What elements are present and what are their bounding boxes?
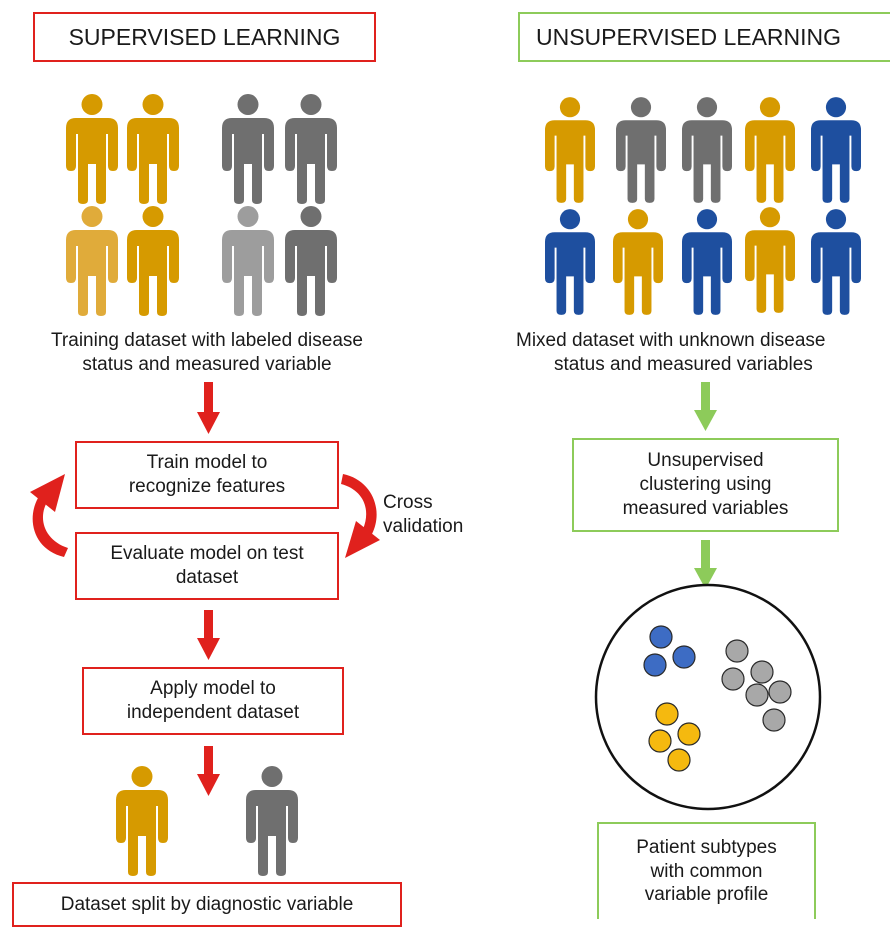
cross-validation-line2: validation <box>383 516 464 538</box>
supervised-title-box: SUPERVISED LEARNING <box>33 12 376 62</box>
unsupervised-title: UNSUPERVISED LEARNING <box>536 23 842 50</box>
unsupervised-clustering-box: Unsupervised clustering using measured v… <box>572 438 839 532</box>
supervised-dataset-caption: Training dataset with labeled disease st… <box>0 329 414 377</box>
unsupervised-caption-line2: status and measured variables <box>554 354 813 376</box>
down-arrow-icon <box>197 382 220 434</box>
cycle-arrow-left-icon <box>30 474 68 557</box>
unsupervised-caption-line1: Mixed dataset with unknown disease <box>516 330 826 351</box>
down-arrow-icon <box>694 382 717 431</box>
cross-validation-label: Cross validation <box>383 491 463 539</box>
train-model-label: Train model to recognize features <box>128 452 286 497</box>
down-arrow-icon <box>197 610 220 660</box>
blue-cluster <box>643 625 696 677</box>
evaluate-model-box: Evaluate model on test dataset <box>75 532 339 600</box>
yellow-cluster <box>648 702 701 772</box>
supervised-title: SUPERVISED LEARNING <box>68 23 341 50</box>
unsupervised-clustering-label: Unsupervised clustering using measured v… <box>622 450 789 519</box>
down-arrow-icon <box>197 746 220 796</box>
dataset-split-label: Dataset split by diagnostic variable <box>60 893 354 915</box>
train-model-box: Train model to recognize features <box>75 441 339 509</box>
patient-subtypes-box: Patient subtypes with common variable pr… <box>597 822 816 919</box>
patient-subtypes-label: Patient subtypes with common variable pr… <box>636 836 777 906</box>
unsupervised-dataset-caption: Mixed dataset with unknown disease statu… <box>516 329 890 377</box>
supervised-caption-line2: status and measured variable <box>82 354 332 376</box>
cycle-arrow-right-icon <box>341 474 380 558</box>
apply-model-box: Apply model to independent dataset <box>82 667 344 735</box>
unsupervised-title-box: UNSUPERVISED LEARNING <box>518 12 890 62</box>
evaluate-model-label: Evaluate model on test dataset <box>110 543 304 588</box>
gray-cluster <box>721 639 792 732</box>
down-arrow-icon <box>694 540 717 589</box>
apply-model-label: Apply model to independent dataset <box>126 678 300 723</box>
supervised-caption-line1: Training dataset with labeled disease <box>51 330 363 351</box>
cross-validation-line1: Cross <box>383 492 433 513</box>
